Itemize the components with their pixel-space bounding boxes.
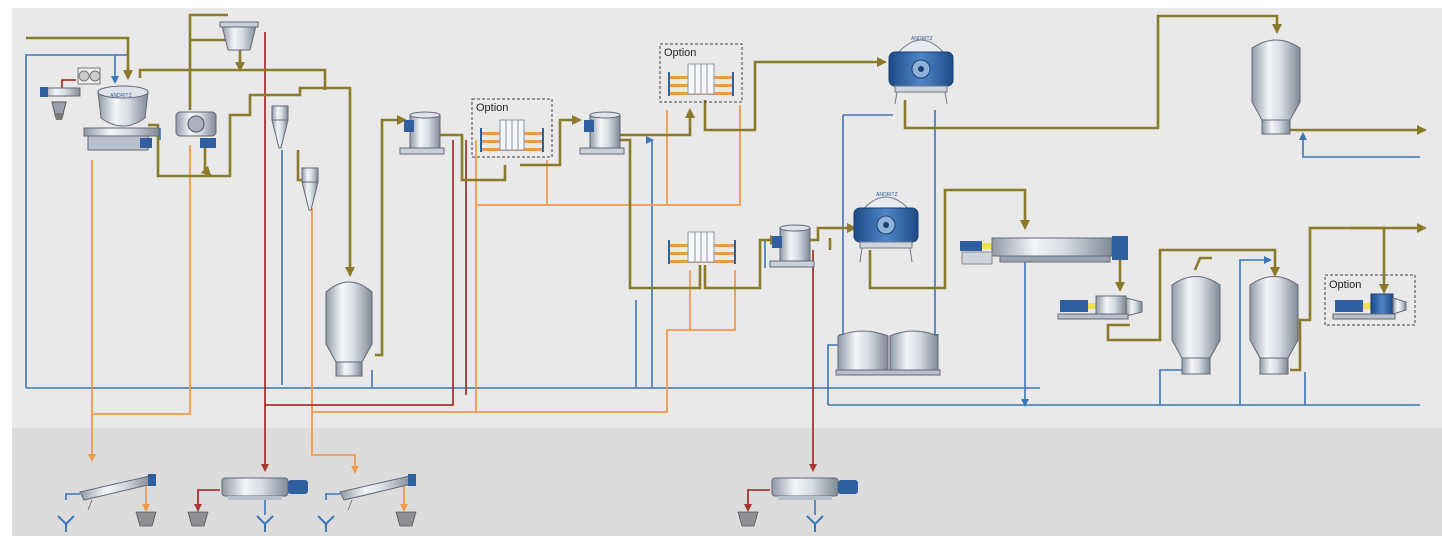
brand-label-1: ANDRITZ: [110, 93, 132, 99]
small-tank-1: [399, 111, 445, 155]
pulper-vessel: ANDRITZ: [77, 67, 160, 151]
option-box-3: Option: [1324, 274, 1416, 326]
orange-filtrate-lines: [88, 105, 741, 474]
cyclone-2: [301, 167, 319, 211]
shredder: [1057, 295, 1143, 320]
drain-symbols: [57, 515, 824, 532]
bin-2: [187, 511, 209, 527]
screw-conveyor-1: [65, 474, 156, 512]
olive-pulp-lines: [26, 13, 1427, 372]
option-box-2: Option: [659, 43, 743, 103]
drain-icon-3: [317, 515, 335, 532]
drum-filter-bottom: ANDRITZ: [853, 192, 919, 263]
separator-2: [771, 477, 858, 515]
drum-filter-top: ANDRITZ: [888, 36, 954, 105]
silo-top-right: [1251, 39, 1301, 135]
disc-filter-3: [668, 231, 736, 264]
floor-bins: [135, 511, 759, 527]
bin-3: [395, 511, 417, 527]
option-label-1: Option: [476, 102, 508, 114]
drain-icon-4: [806, 515, 824, 532]
hopper: [219, 21, 259, 51]
separator-1: [221, 477, 308, 515]
brand-label-3: ANDRITZ: [876, 192, 898, 198]
cyclone-1: [271, 105, 289, 149]
drain-icon-1: [57, 515, 75, 532]
disc-filter-1: [480, 119, 544, 152]
storage-tank-pair: [835, 330, 941, 376]
small-tank-2: [579, 111, 625, 155]
bin-4: [737, 511, 759, 527]
option-label-3: Option: [1329, 279, 1361, 291]
feeder-left: [40, 87, 81, 120]
disc-filter-2: [668, 63, 734, 96]
screw-conveyor-2: [325, 474, 416, 512]
storage-silo-left: [325, 281, 373, 377]
silo-bottom-1: [1171, 276, 1221, 375]
screw-press: [960, 236, 1128, 265]
option-label-2: Option: [664, 47, 696, 59]
bin-1: [135, 511, 157, 527]
option-box-1: Option: [471, 98, 553, 158]
silo-bottom-2: [1249, 276, 1299, 375]
small-tank-3: [769, 224, 815, 268]
refiner: [175, 111, 217, 148]
brand-label-2: ANDRITZ: [911, 36, 933, 42]
drain-icon-2: [256, 515, 274, 532]
